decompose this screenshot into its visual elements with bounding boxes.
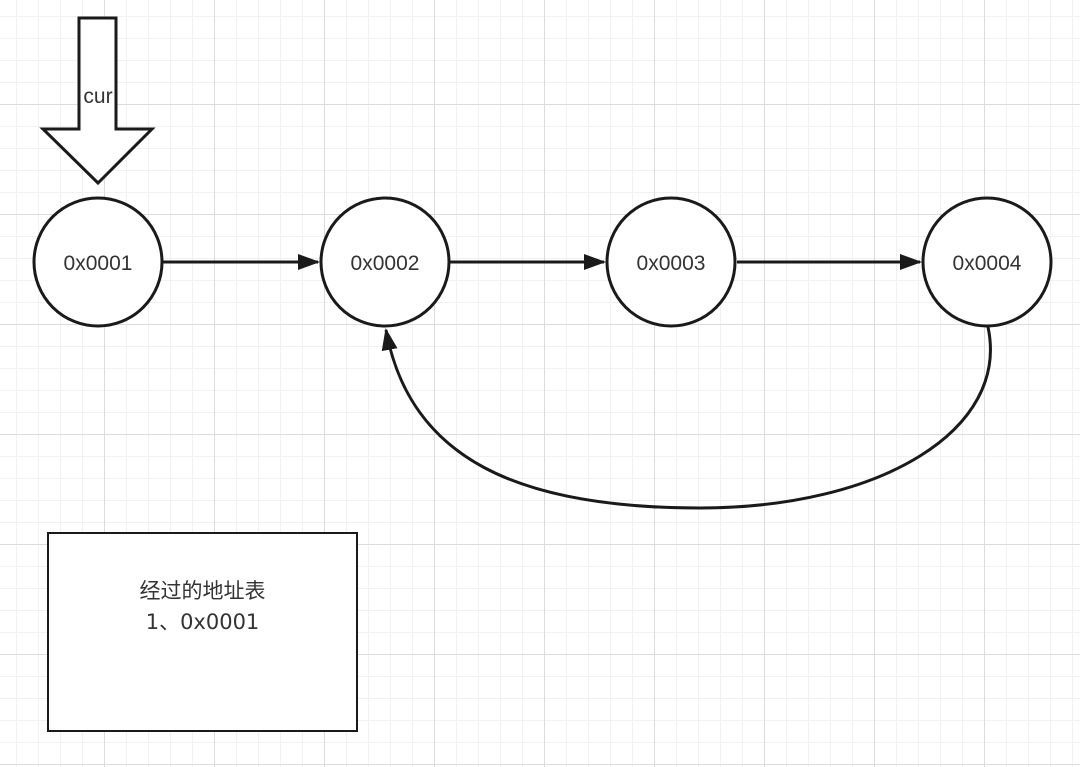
node-0x0003: 0x0003	[605, 196, 737, 328]
node-label: 0x0003	[637, 252, 706, 275]
edge-0x0004-to-0x0002	[381, 326, 992, 510]
node-0x0001: 0x0001	[32, 196, 164, 328]
node-label: 0x0001	[64, 252, 133, 275]
cur-pointer-arrow: cur	[39, 16, 156, 186]
visited-address-table-title: 经过的地址表	[139, 579, 266, 603]
cur-label: cur	[83, 85, 112, 108]
edges	[163, 254, 992, 510]
node-label: 0x0002	[351, 252, 420, 275]
node-0x0002: 0x0002	[319, 196, 451, 328]
visited-address-table: 经过的地址表 1、0x0001	[47, 532, 358, 732]
node-label: 0x0004	[953, 252, 1022, 275]
node-0x0004: 0x0004	[921, 196, 1053, 328]
visited-address-entry: 1、0x0001	[145, 610, 260, 634]
down-arrow-icon	[39, 16, 156, 186]
visited-address-table-content: 经过的地址表 1、0x0001	[49, 576, 356, 638]
